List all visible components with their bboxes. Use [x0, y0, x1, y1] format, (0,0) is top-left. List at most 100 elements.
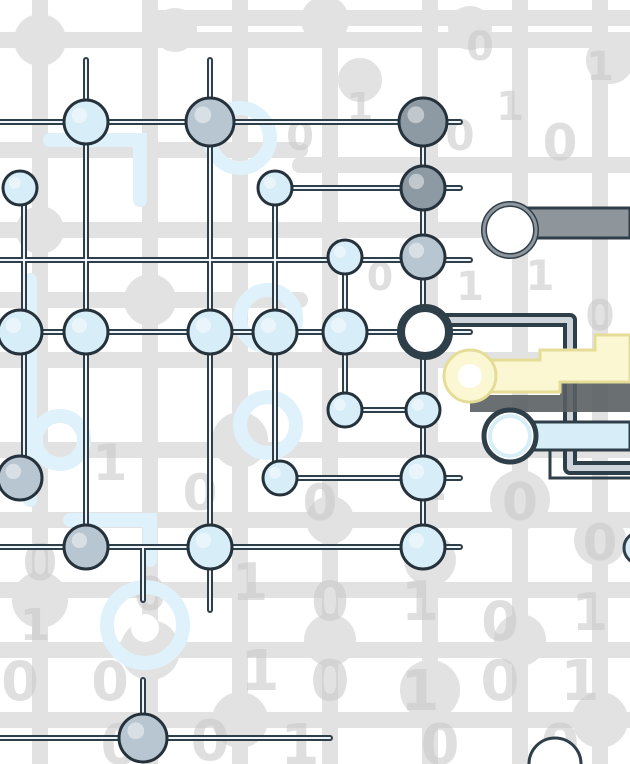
- node-shine: [5, 463, 22, 480]
- circuit-node: [117, 712, 169, 764]
- binary-digit: 1: [241, 639, 280, 704]
- connector-ring-inner: [482, 202, 538, 258]
- circuit-node: [62, 523, 110, 571]
- circuit-node: [399, 454, 447, 502]
- node-shine: [195, 317, 212, 334]
- circuit-node: [0, 308, 44, 356]
- ghost-pad: [586, 36, 630, 84]
- circuit-node: [399, 523, 447, 571]
- binary-digit: 0: [421, 713, 460, 764]
- circuit-node: [261, 459, 299, 497]
- binary-digit: 1: [401, 659, 440, 724]
- glow-ring: [233, 390, 303, 460]
- ghost-pad: [124, 274, 176, 326]
- binary-digit: 0: [23, 534, 58, 592]
- circuit-node: [1, 169, 39, 207]
- binary-digit: 1: [93, 434, 128, 492]
- ghost-pad: [301, 0, 349, 44]
- node-shine: [407, 106, 425, 124]
- binary-digit: 1: [561, 649, 600, 714]
- circuit-node: [186, 523, 234, 571]
- binary-digit: 1: [525, 251, 554, 300]
- key-shadow: [470, 378, 630, 412]
- ghost-pad: [400, 660, 460, 720]
- circuit-node: [326, 238, 364, 276]
- node-shine: [330, 317, 347, 334]
- node-shine: [408, 532, 425, 549]
- circuit-node: [251, 308, 299, 356]
- binary-digit: 0: [585, 291, 614, 340]
- binary-digit: 1: [401, 570, 439, 633]
- edge-node-bottom: [527, 736, 583, 764]
- circuit-node: [404, 391, 442, 429]
- key-yellow-hole: [458, 364, 482, 388]
- node-shine: [408, 463, 425, 480]
- node-shine: [5, 317, 22, 334]
- circuit-node: [62, 308, 110, 356]
- connector-light-edge: [548, 450, 630, 480]
- ghost-pad: [14, 14, 66, 66]
- binary-digit: 0: [583, 514, 618, 572]
- ghost-pad: [494, 614, 546, 666]
- circuit-node: [326, 391, 364, 429]
- node-shine: [71, 107, 88, 124]
- binary-digit: 0: [502, 473, 538, 533]
- ghost-pad: [338, 58, 382, 102]
- circuit-node: [62, 98, 110, 146]
- node-shine: [194, 106, 212, 124]
- ghost-pad: [574, 514, 626, 566]
- node-shine: [8, 176, 21, 189]
- node-shine: [71, 317, 88, 334]
- ghost-pad: [16, 206, 64, 254]
- circuit-node: [186, 308, 234, 356]
- ghost-pad: [448, 6, 492, 50]
- right-side-connectors: [397, 201, 630, 764]
- node-shine: [263, 176, 276, 189]
- circuit-node: [184, 96, 236, 148]
- binary-digit: 0: [481, 649, 520, 714]
- node-shine: [333, 398, 346, 411]
- circuit-node: [256, 169, 294, 207]
- binary-digit: 0: [543, 114, 578, 172]
- ghost-pad: [212, 692, 268, 748]
- node-shine: [411, 398, 424, 411]
- binary-digit: 1: [496, 84, 524, 130]
- ghost-pad: [306, 496, 354, 544]
- binary-digit: 0: [1, 650, 39, 713]
- circuit-node: [0, 454, 44, 502]
- ghost-pad: [153, 8, 197, 52]
- circuit-node: [397, 96, 449, 148]
- circuit-node: [399, 164, 447, 212]
- binary-digit: 0: [311, 570, 349, 633]
- key-yellow-bar: [468, 333, 630, 394]
- ghost-pad: [12, 572, 68, 628]
- circuit-node: [321, 308, 369, 356]
- connector-ring-dark: [397, 304, 453, 360]
- glow-pad-hole: [131, 614, 159, 642]
- node-shine: [127, 722, 145, 740]
- node-shine: [333, 245, 346, 258]
- connector-light-ring-inner: [488, 414, 532, 458]
- binary-digit: 1: [572, 583, 608, 643]
- binary-digit: 1: [20, 600, 51, 651]
- node-shine: [268, 466, 281, 479]
- binary-digit: 0: [481, 590, 519, 653]
- binary-digit: 0: [445, 111, 474, 160]
- node-shine: [408, 173, 425, 190]
- node-shine: [71, 532, 88, 549]
- node-shine: [260, 317, 277, 334]
- binary-digit: 1: [232, 553, 268, 613]
- node-shine: [195, 532, 212, 549]
- background-binary-digits: 0101010101010010001010100101010010010: [1, 24, 617, 764]
- edge-node: [622, 533, 630, 563]
- binary-digit: 0: [311, 649, 350, 714]
- circuit-node: [399, 233, 447, 281]
- binary-digit: 0: [303, 474, 338, 532]
- ghost-pad: [572, 692, 628, 748]
- ghost-pad: [304, 614, 356, 666]
- binary-digit: 0: [466, 24, 494, 70]
- binary-digit: 1: [456, 264, 484, 310]
- ghost-pad: [490, 470, 550, 530]
